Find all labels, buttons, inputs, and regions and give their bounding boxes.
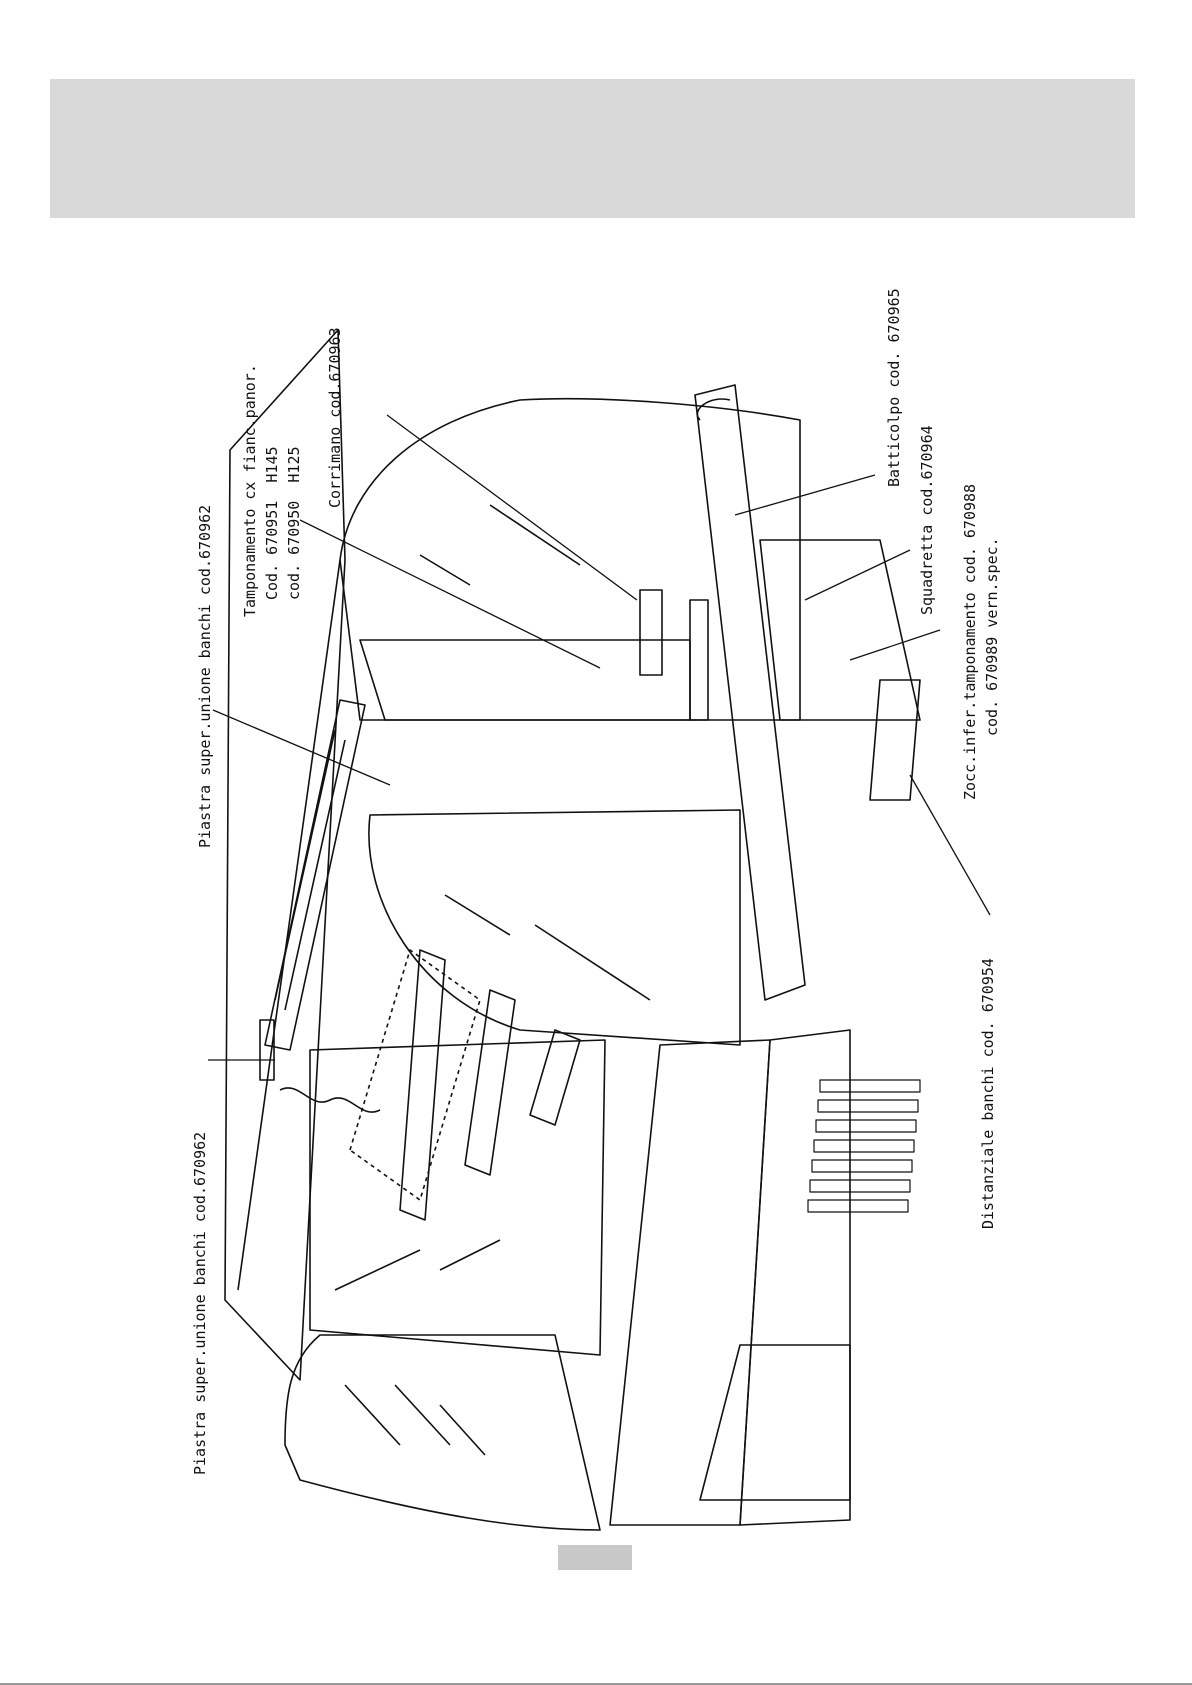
label-tamponamento-title: Tamponamento cx fianc.panor. — [240, 364, 261, 617]
label-zocc-line2: cod. 670989 vern.spec. — [982, 537, 1003, 736]
label-zocc-line1: Zocc.infer.tamponamento cod. 670988 — [960, 484, 981, 800]
label-piastra-upper: Piastra super.unione banchi cod.670962 — [195, 505, 216, 848]
label-piastra-lower: Piastra super.unione banchi cod.670962 — [190, 1132, 211, 1475]
label-batticolpo: Batticolpo cod. 670965 — [884, 288, 905, 487]
label-squadretta: Squadretta cod.670964 — [917, 425, 938, 615]
page-number-tab — [558, 1545, 632, 1570]
label-tamponamento-code1: Cod. 670951 H145 — [262, 446, 283, 600]
label-distanziale: Distanziale banchi cod. 670954 — [978, 958, 999, 1229]
label-tamponamento-code2: cod. 670950 H125 — [284, 446, 305, 600]
label-corrimano: Corrimano cod.670963 — [325, 327, 346, 508]
